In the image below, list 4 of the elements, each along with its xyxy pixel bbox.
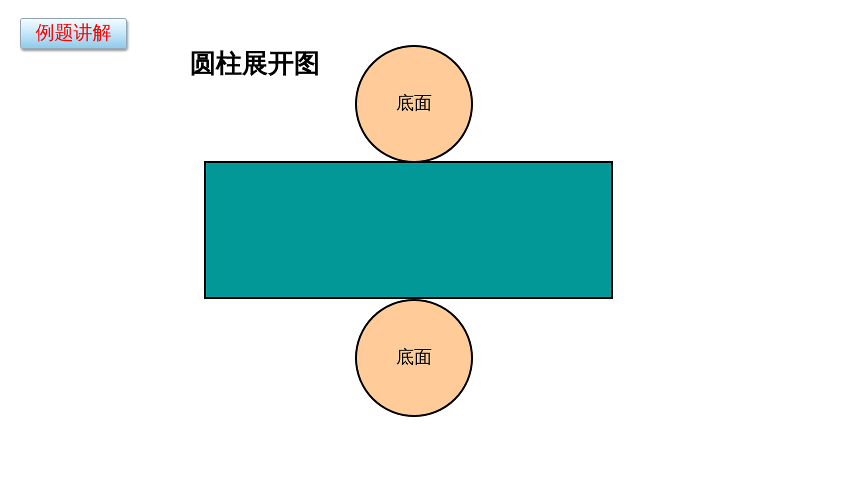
base-label: 底面	[395, 93, 433, 115]
base-label: 底面	[395, 347, 433, 369]
example-badge: 例题讲解	[20, 18, 127, 49]
diagram-title: 圆柱展开图	[190, 48, 320, 81]
